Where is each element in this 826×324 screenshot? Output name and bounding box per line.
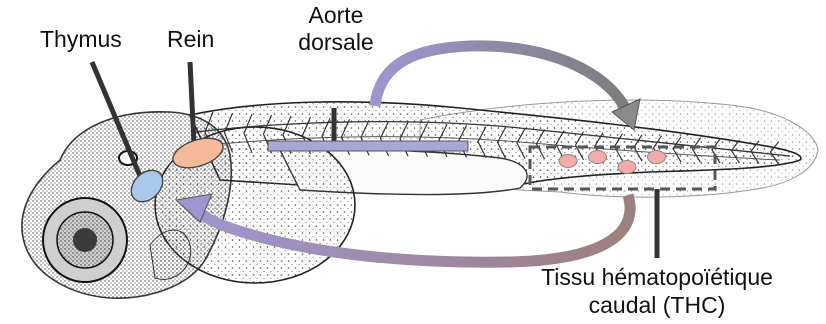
label-aorte-line2: dorsale (298, 29, 373, 55)
label-thc-line1: Tissu hématopoïétique (541, 264, 773, 290)
arrow-top-to-thc (375, 46, 625, 108)
dorsal-aorta (268, 141, 468, 151)
label-rein: Rein (167, 26, 214, 52)
thc-cell (648, 151, 666, 164)
label-thymus: Thymus (40, 26, 122, 52)
thc-cell (559, 155, 577, 168)
thc-cell (589, 151, 607, 164)
label-aorte-line1: Aorte (309, 2, 364, 28)
thc-cell (618, 161, 636, 174)
label-thc-line2: caudal (THC) (589, 292, 726, 318)
eye-pupil (73, 228, 97, 252)
